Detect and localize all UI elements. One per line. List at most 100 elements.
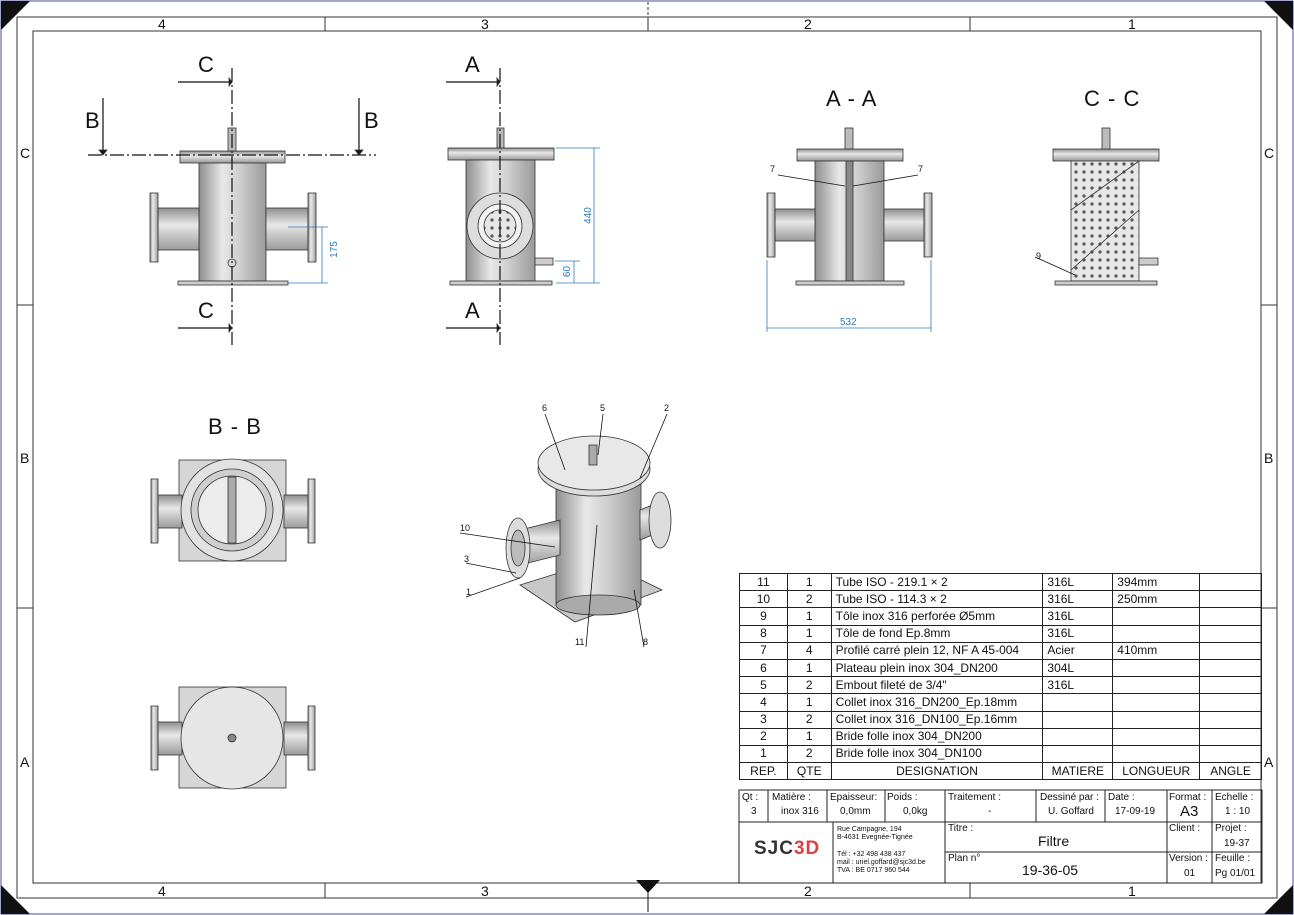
bom-header-qte: QTE (786, 762, 832, 781)
bom-cell-matiere: 316L (1042, 676, 1114, 695)
bom-cell-angle (1199, 572, 1262, 592)
zone-bottom-4: 4 (158, 883, 166, 899)
plan-value: 19-36-05 (1022, 862, 1079, 878)
epaisseur-label: Epaisseur: (830, 792, 878, 803)
balloon-7-right: 7 (918, 164, 924, 174)
bom-cell-angle (1199, 693, 1262, 712)
zone-top-3: 3 (481, 16, 489, 32)
bom-cell-angle (1199, 676, 1262, 695)
bom-cell-designation: Tube ISO - 114.3 × 2 (830, 590, 1044, 609)
bom-cell-matiere: 316L (1042, 572, 1114, 592)
bom-cell-designation: Profilé carré plein 12, NF A 45-004 (830, 641, 1044, 660)
date-value: 17-09-19 (1115, 806, 1156, 817)
cut-label-b-right: B (364, 108, 379, 133)
bom-cell-rep: 7 (739, 641, 788, 660)
poids-value: 0,0kg (903, 806, 928, 817)
bom-cell-designation: Collet inox 316_DN100_Ep.16mm (830, 710, 1044, 729)
zone-left-a: A (20, 754, 30, 770)
top-view (150, 686, 316, 790)
echelle-label: Echelle : (1215, 792, 1254, 803)
bom-header-row: REP. QTE DESIGNATION MATIERE LONGUEUR AN… (739, 762, 1262, 781)
section-cc-view (1034, 127, 1160, 286)
dimension-532: 532 (840, 317, 857, 328)
front-view (88, 68, 376, 345)
bom-header-rep: REP. (739, 762, 788, 781)
bom-cell-matiere: Acier (1042, 641, 1114, 660)
bom-cell-designation: Bride folle inox 304_DN200 (830, 727, 1044, 746)
zone-bottom-3: 3 (481, 883, 489, 899)
bom-cell-matiere: 304L (1042, 658, 1114, 678)
bom-cell-designation: Tôle de fond Ep.8mm (830, 624, 1044, 643)
zone-top-2: 2 (804, 16, 812, 32)
echelle-value: 1 : 10 (1225, 806, 1251, 817)
company-logo: SJC3D (754, 838, 820, 860)
bom-cell-longueur (1112, 693, 1201, 712)
dessine-value: U. Goffard (1048, 806, 1094, 817)
balloon-3: 3 (464, 554, 470, 564)
bom-cell-designation: Bride folle inox 304_DN100 (830, 744, 1044, 764)
bom-cell-qte: 2 (786, 710, 832, 729)
section-aa-view (766, 127, 933, 332)
section-title-bb: B - B (208, 414, 262, 439)
epaisseur-value: 0,0mm (840, 806, 871, 817)
bom-header-designation: DESIGNATION (830, 762, 1044, 781)
bom-cell-qte: 1 (786, 727, 832, 746)
bom-header-matiere: MATIERE (1042, 762, 1114, 781)
bom-cell-rep: 10 (739, 590, 788, 609)
zone-bottom-1: 1 (1128, 883, 1136, 899)
bom-cell-designation: Plateau plein inox 304_DN200 (830, 658, 1044, 678)
bom-cell-designation: Collet inox 316_DN200_Ep.18mm (830, 693, 1044, 712)
bom-cell-angle (1199, 727, 1262, 746)
bom-cell-longueur (1112, 624, 1201, 643)
balloon-2: 2 (664, 403, 670, 413)
zone-top-1: 1 (1128, 16, 1136, 32)
bom-cell-matiere: 316L (1042, 607, 1114, 626)
projet-label: Projet : (1215, 823, 1247, 834)
logo-text-3d: 3D (793, 838, 821, 859)
balloon-8: 8 (643, 637, 649, 647)
balloon-10: 10 (460, 523, 471, 533)
zone-bottom-2: 2 (804, 883, 812, 899)
balloon-6: 6 (542, 403, 548, 413)
bom-cell-qte: 4 (786, 641, 832, 660)
bom-cell-rep: 11 (739, 572, 788, 592)
balloon-5: 5 (600, 403, 606, 413)
feuille-value: Pg 01/01 (1215, 868, 1256, 879)
projet-value: 19-37 (1224, 838, 1250, 849)
company-tva: TVA : BE 0717 960 544 (837, 867, 910, 874)
bom-cell-matiere: 316L (1042, 590, 1114, 609)
company-tel: Tél : +32 498 438 437 (837, 851, 906, 858)
bom-cell-angle (1199, 744, 1262, 764)
qt-label: Qt : (742, 792, 759, 803)
company-mail: mail : uriel.goffard@sjc3d.be (837, 859, 926, 866)
bom-cell-longueur (1112, 676, 1201, 695)
version-value: 01 (1184, 868, 1196, 879)
zone-top-4: 4 (158, 16, 166, 32)
zone-right-b: B (1264, 450, 1274, 466)
plan-label: Plan n° (948, 853, 981, 864)
qt-value: 3 (751, 806, 757, 817)
bom-cell-designation: Embout fileté de 3/4" (830, 676, 1044, 695)
balloon-9: 9 (1036, 251, 1042, 261)
bom-cell-angle (1199, 658, 1262, 678)
matiere-label: Matière : (772, 792, 811, 803)
side-view (446, 68, 600, 345)
address-line-2: B-4631 Evegnée-Tignée (837, 834, 913, 841)
section-title-aa: A - A (826, 86, 878, 111)
bom-cell-qte: 2 (786, 744, 832, 764)
logo-text-sjc: SJC (754, 838, 794, 859)
zone-right-c: C (1264, 145, 1275, 161)
bom-cell-rep: 3 (739, 710, 788, 729)
cut-label-a-top: A (465, 52, 480, 77)
bom-cell-longueur (1112, 710, 1201, 729)
poids-label: Poids : (887, 792, 918, 803)
